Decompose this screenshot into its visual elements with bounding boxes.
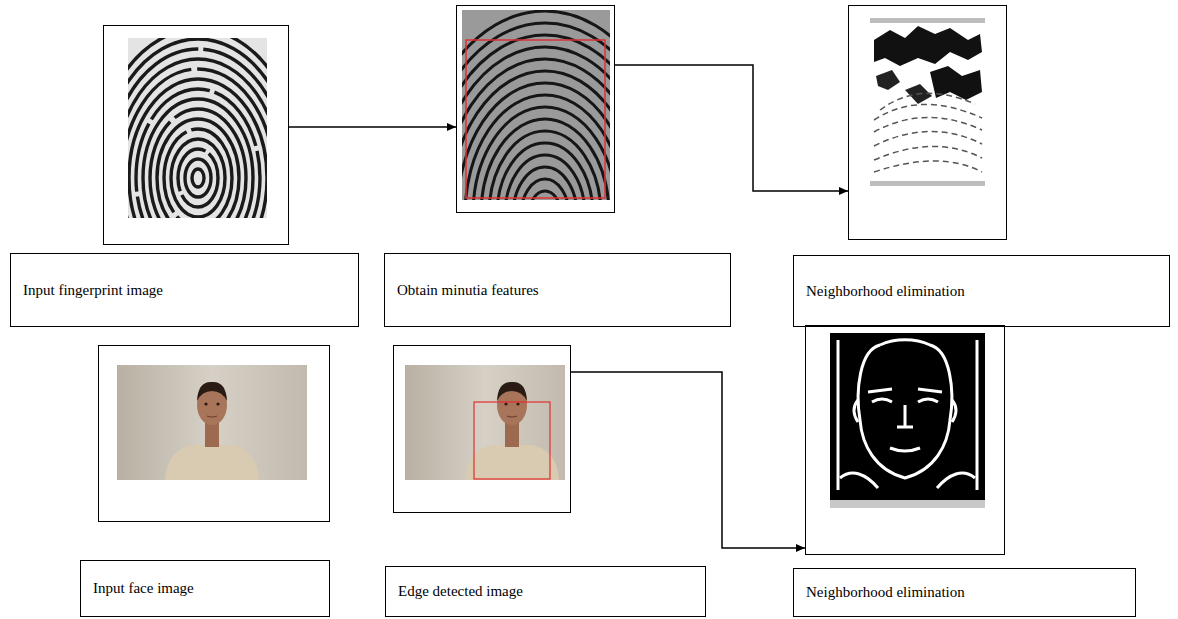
caption-text: Input fingerprint image <box>23 282 163 299</box>
caption-box: Input face image <box>80 560 330 617</box>
flow-arrow <box>289 126 456 128</box>
eliminated-fingerprint <box>870 18 985 186</box>
caption-box: Input fingerprint image <box>10 253 359 327</box>
caption-text: Edge detected image <box>398 583 523 600</box>
face-image <box>117 365 307 480</box>
figure-unit: Neighborhood elimination <box>793 5 1170 327</box>
eliminated-face <box>830 333 985 508</box>
image-frame <box>393 345 571 513</box>
caption-box: Obtain minutia features <box>384 253 731 327</box>
caption-text: Input face image <box>93 580 194 597</box>
image-frame <box>805 325 1005 555</box>
figure-unit: Edge detected image <box>385 345 706 617</box>
fingerprint-image <box>128 38 267 218</box>
image-frame <box>103 25 289 245</box>
caption-box: Neighborhood elimination <box>793 568 1136 617</box>
caption-text: Neighborhood elimination <box>806 584 965 601</box>
caption-box: Neighborhood elimination <box>793 255 1170 327</box>
figure-unit: Input fingerprint image <box>10 25 359 327</box>
minutia-image <box>462 10 610 200</box>
flow-arrow <box>615 65 848 191</box>
figure-unit: Obtain minutia features <box>384 5 731 327</box>
image-frame <box>848 5 1007 240</box>
edge-image <box>405 365 565 480</box>
flow-arrow <box>571 372 805 548</box>
image-frame <box>456 5 615 213</box>
caption-box: Edge detected image <box>385 566 706 617</box>
image-frame <box>98 345 330 522</box>
figure-unit: Input face image <box>80 345 330 617</box>
caption-text: Obtain minutia features <box>397 282 539 299</box>
figure-unit: Neighborhood elimination <box>793 325 1136 617</box>
caption-text: Neighborhood elimination <box>806 283 965 300</box>
